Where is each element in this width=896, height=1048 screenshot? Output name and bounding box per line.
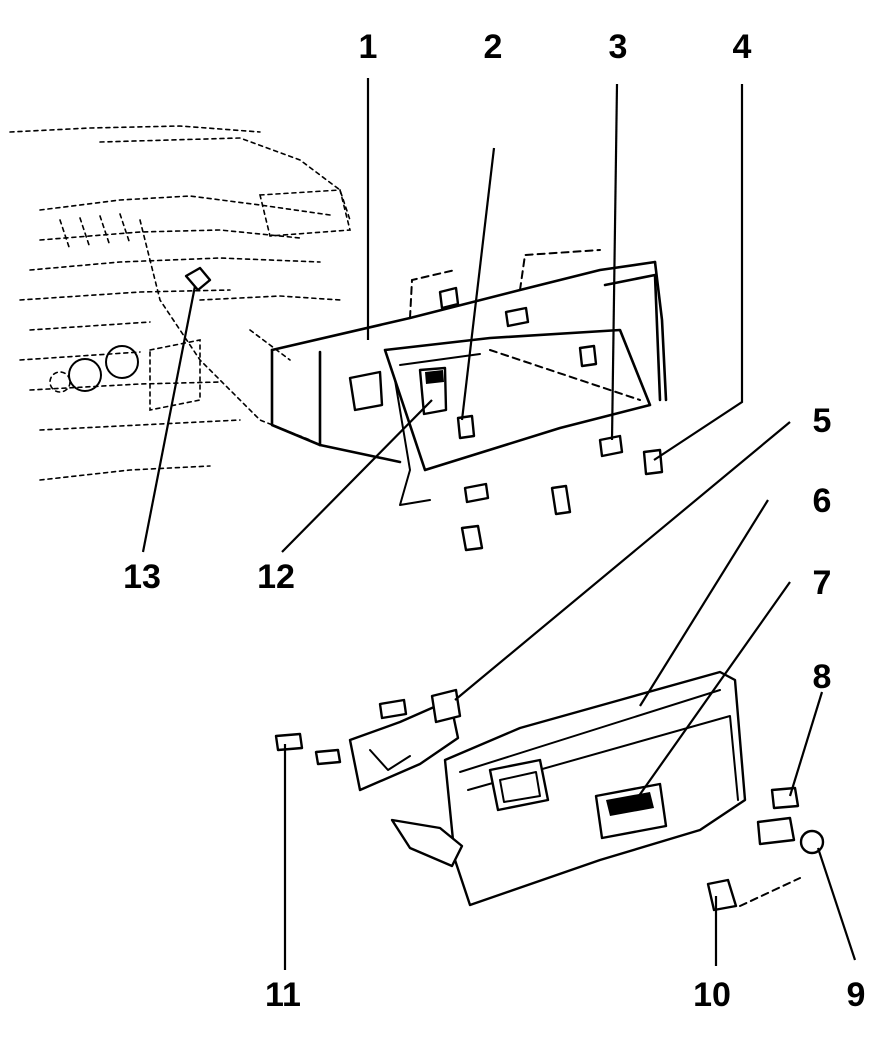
callout-2: 2 <box>484 28 503 66</box>
small-parts <box>706 786 825 912</box>
glovebox-lid <box>390 670 747 907</box>
leader-3 <box>610 83 619 441</box>
hinge-assembly <box>274 688 462 792</box>
leader-13 <box>141 285 197 553</box>
callout-3: 3 <box>609 28 628 66</box>
glovebox-housing <box>270 249 668 552</box>
callout-9: 9 <box>847 976 866 1014</box>
leader-2 <box>460 147 496 421</box>
leader-5 <box>454 421 791 701</box>
callout-10: 10 <box>693 976 731 1014</box>
callout-5: 5 <box>813 402 832 440</box>
callout-8: 8 <box>813 658 832 696</box>
callout-6: 6 <box>813 482 832 520</box>
callout-4: 4 <box>733 28 752 66</box>
leader-lines <box>141 78 857 970</box>
callout-11: 11 <box>265 976 301 1014</box>
leader-4 <box>653 84 744 461</box>
callout-12: 12 <box>257 558 295 596</box>
callout-7: 7 <box>813 564 832 602</box>
leader-9 <box>816 847 857 961</box>
leader-6 <box>639 499 769 707</box>
leader-8 <box>788 691 824 797</box>
leader-12 <box>281 399 433 553</box>
callout-13: 13 <box>123 558 161 596</box>
callout-1: 1 <box>359 28 378 66</box>
dashboard-outline <box>9 125 352 481</box>
callout-labels: 1 2 3 4 5 6 7 8 9 10 11 12 13 <box>123 28 865 1014</box>
leader-7 <box>635 581 791 801</box>
